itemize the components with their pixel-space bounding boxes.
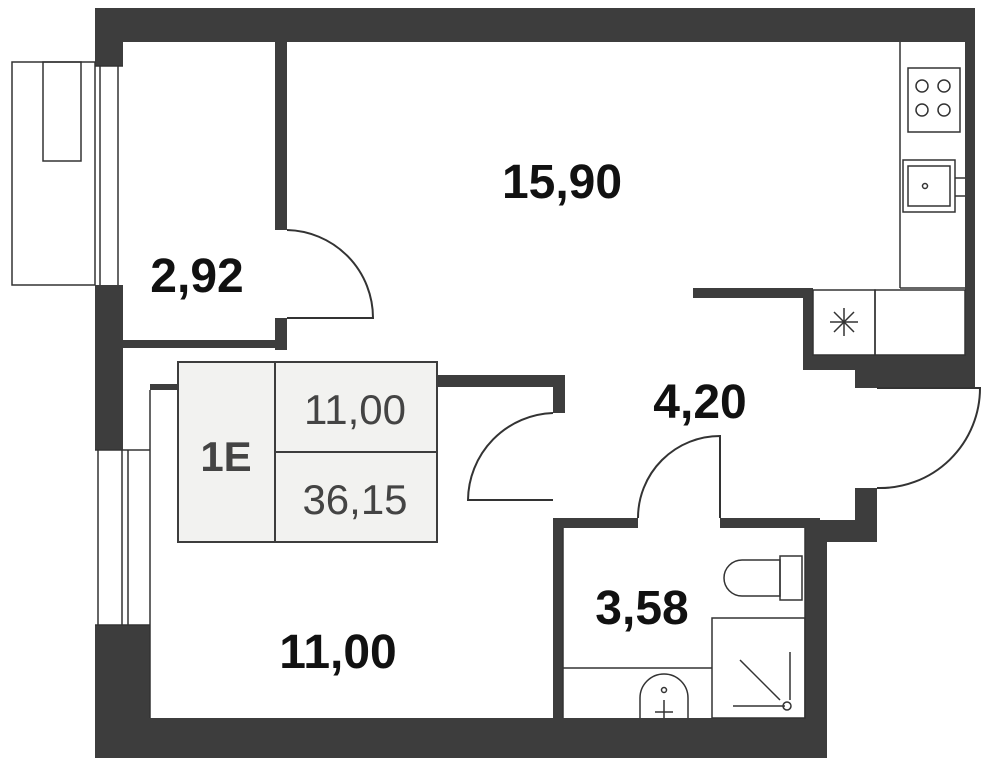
shower-icon (711, 617, 806, 719)
wall-bedroom-right (553, 518, 563, 718)
wall-left-bottom (95, 625, 150, 758)
doors (286, 229, 982, 519)
apartment-type: 1E (200, 433, 251, 480)
wall-hall-top-vert (553, 375, 565, 413)
window-bedroom (95, 390, 151, 718)
bathroom-area-label: 3,58 (595, 582, 688, 635)
wall-kitchen-ledge (693, 288, 813, 298)
washbasin-icon (639, 673, 689, 718)
door-storage (286, 229, 375, 319)
kitchen-unit (899, 42, 965, 289)
wall-top (95, 8, 975, 42)
bathroom-fixtures (562, 528, 806, 719)
balcony (11, 61, 123, 286)
info-box-type-cell (177, 361, 276, 543)
storage-area-label: 2,92 (150, 250, 243, 303)
door-bathroom (637, 434, 721, 519)
stove-icon (907, 67, 961, 133)
wall-hall-top (437, 375, 565, 387)
door-entrance (876, 387, 982, 490)
ventilation-shaft-icon (812, 289, 966, 356)
door-bedroom (466, 412, 554, 501)
wall-bath-top-right (720, 518, 820, 528)
apartment-info-box: 1E 11,00 36,15 (177, 361, 438, 543)
wall-bath-right-vert (805, 520, 827, 757)
living-area-value: 11,00 (304, 386, 406, 433)
wall-kitchen-ledge-vert (803, 288, 813, 370)
kitchen-living-area-label: 15,90 (502, 156, 622, 209)
wall-bedroom-top (150, 384, 178, 390)
info-box-total-cell (274, 451, 438, 543)
wall-storage-bottom (123, 340, 287, 348)
toilet-icon (723, 555, 803, 601)
wall-left-top (95, 8, 123, 66)
hall-area-label: 4,20 (653, 376, 746, 429)
wall-bath-top-left (553, 518, 638, 528)
wall-right-upper (965, 8, 975, 388)
wall-left-mid (95, 285, 123, 450)
walls (95, 8, 975, 758)
wall-bottom (95, 718, 827, 758)
wall-storage-right (275, 42, 287, 230)
sink-icon (902, 159, 965, 213)
total-area-value: 36,15 (302, 476, 407, 523)
wall-kitchen-ledge-bottom (803, 355, 973, 370)
bedroom-area-label: 11,00 (279, 626, 396, 679)
info-box-living-cell (274, 361, 438, 453)
